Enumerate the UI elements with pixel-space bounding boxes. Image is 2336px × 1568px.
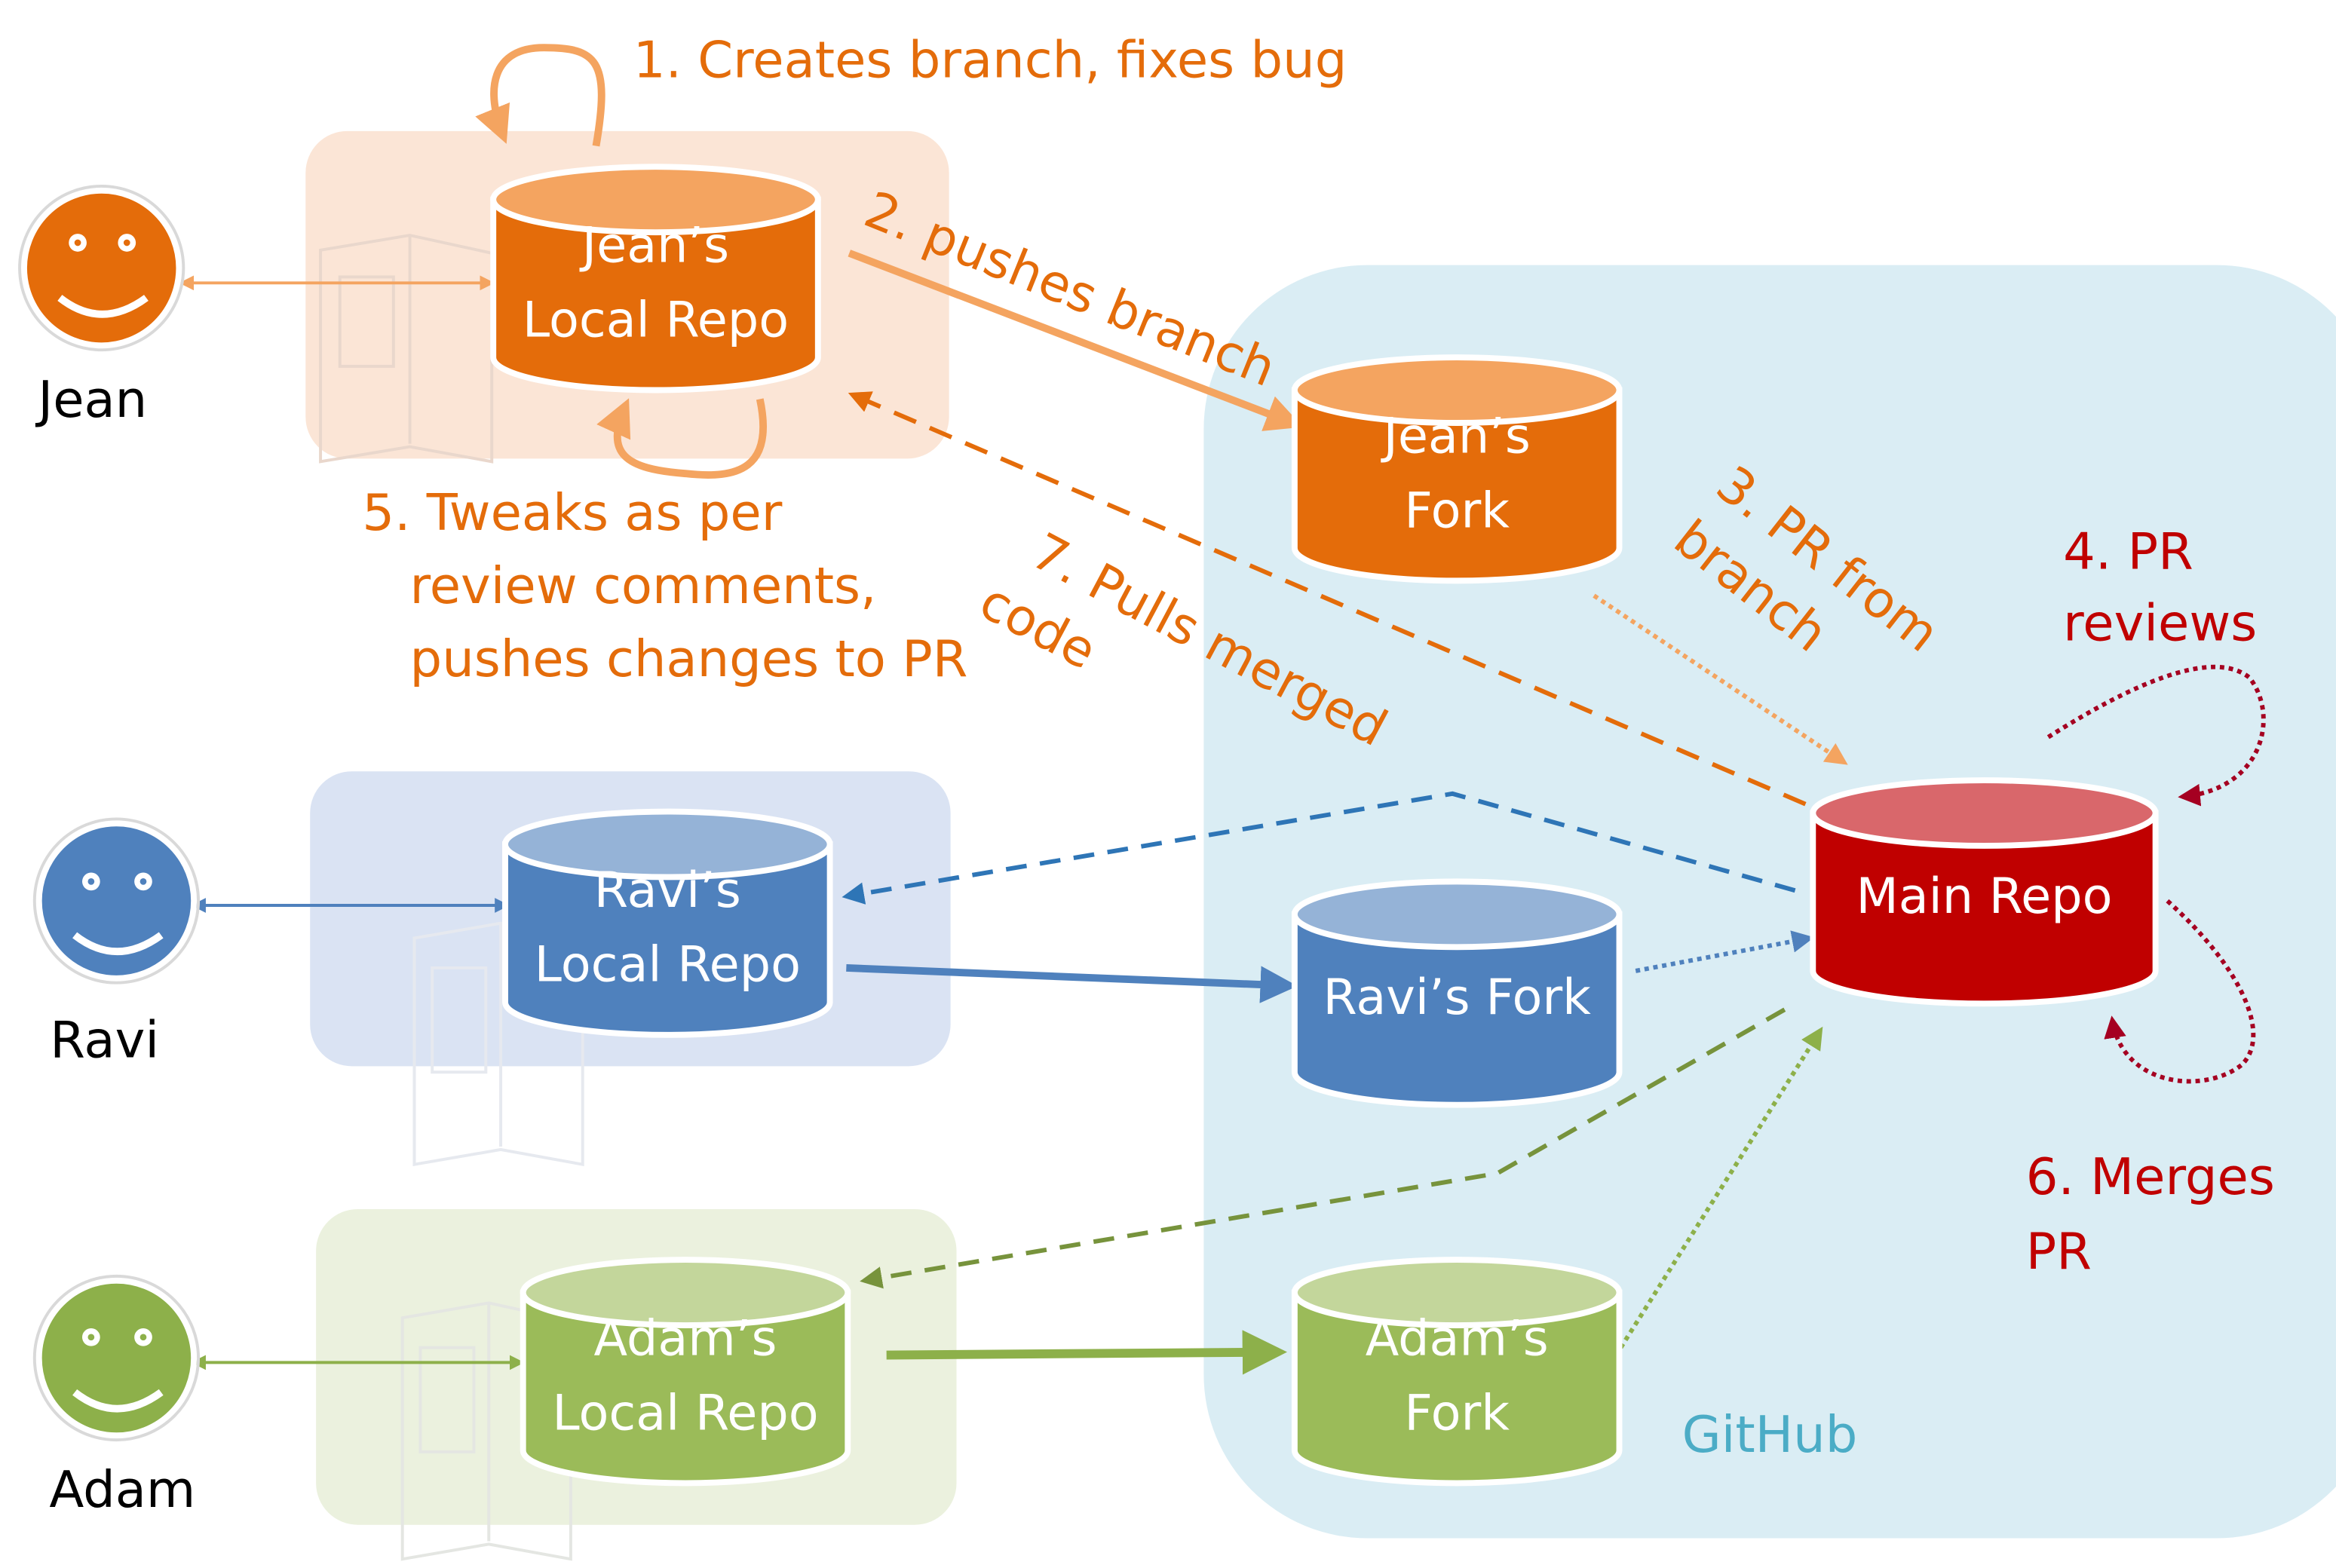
step6-label: 6. Merges PR [2026,1147,2275,1281]
adam-push-arrow [886,1330,1288,1375]
adam-name: Adam [49,1460,195,1519]
jean-local-repo-label: Jean’s [579,217,729,274]
jean-avatar [18,184,185,352]
computer-icon [319,234,494,464]
adam-pull-arrow [860,1007,1786,1289]
ravi-local-repo-label: Local Repo [535,936,801,994]
step4-review-loop-arrow [2046,664,2266,807]
step5-label: 5. Tweaks as per review comments, pushes… [362,483,967,688]
step4-label: 4. PR reviews [2063,522,2257,653]
svg-text:4. PR: 4. PR [2063,522,2193,581]
svg-text:5. Tweaks as per: 5. Tweaks as per [362,483,782,542]
step3-pr-arrow [1593,593,1848,765]
adam-local-repo-label: Local Repo [552,1384,818,1441]
svg-text:pushes changes to PR: pushes changes to PR [410,629,968,688]
adam-fork-repo-label: Fork [1404,1384,1510,1441]
ravi-avatar [32,817,201,985]
step5-loop-arrow [596,398,768,479]
svg-text:reviews: reviews [2063,593,2257,652]
computer-icon [412,921,584,1167]
ravi-fork-repo: Ravi’s Fork [1291,878,1623,1108]
adam-local-repo-label: Adam’s [594,1310,777,1367]
computer-icon [400,1301,572,1561]
ravi-fork-repo-label: Ravi’s Fork [1323,969,1591,1026]
ravi-pr-arrow [1635,930,1815,973]
svg-text:review comments,: review comments, [410,556,877,615]
ravi-local-repo-label: Ravi’s [594,862,741,919]
ravi-pull-arrow [842,791,1796,905]
ravi-name: Ravi [50,1010,159,1069]
step6-merge-loop-arrow [2104,899,2256,1084]
github-label: GitHub [1682,1405,1858,1464]
main-repo-label: Main Repo [1856,868,2112,925]
github-region [1203,265,2336,1539]
jean-fork-repo-label: Fork [1404,482,1510,539]
adam-fork-repo-label: Adam’s [1366,1310,1549,1367]
step1-label: 1. Creates branch, fixes bug [633,31,1347,90]
ravi-push-arrow [846,964,1298,1003]
step2-push-arrow [848,250,1304,431]
svg-text:6. Merges: 6. Merges [2026,1147,2275,1206]
jean-name: Jean [35,370,147,429]
step1-loop-arrow [475,44,605,147]
jean-local-repo-label: Local Repo [523,291,789,348]
adam-avatar [32,1274,201,1442]
jean-fork-repo-label: Jean’s [1381,407,1531,464]
step7-pull-arrow [848,391,1807,807]
main-repo: Main Repo [1810,777,2159,1007]
svg-text:PR: PR [2026,1222,2092,1281]
